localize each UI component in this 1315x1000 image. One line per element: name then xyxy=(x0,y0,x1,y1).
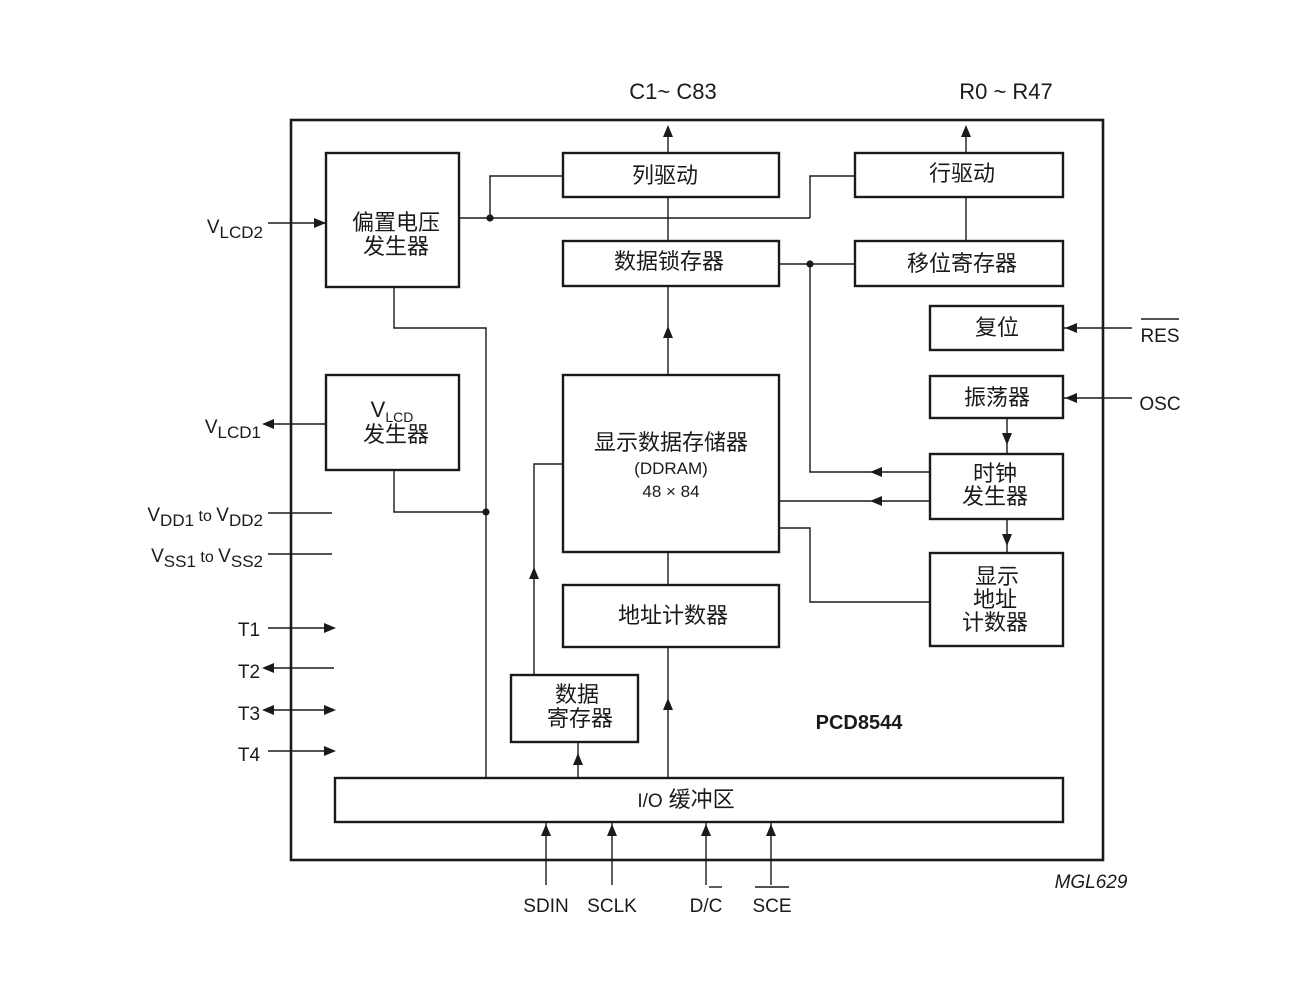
row-driver-label: 行驱动 xyxy=(929,162,995,187)
pin-vdd-v2: V xyxy=(216,505,229,526)
vlcd-generator-block: VLCD 发生器 xyxy=(324,373,461,472)
pin-t4: T4 xyxy=(238,745,261,766)
pin-t3: T3 xyxy=(238,704,260,725)
reset-block: 复位 xyxy=(928,304,1065,352)
pin-row-outputs: R0 ~ R47 xyxy=(959,79,1053,104)
vlcd-generator-title: VLCD xyxy=(371,397,414,425)
pin-vlcd2: VLCD2 xyxy=(207,217,263,242)
data-latch-block: 数据锁存器 xyxy=(561,239,781,288)
display-address-counter-line2: 地址 xyxy=(973,588,1017,613)
arrowheads xyxy=(262,125,1077,836)
pin-sclk: SCLK xyxy=(587,896,637,917)
pin-dc: D/C xyxy=(690,896,723,917)
pin-vss-s2: SS2 xyxy=(231,552,263,571)
pin-vdd-to: to xyxy=(194,508,216,525)
column-driver-label: 列驱动 xyxy=(632,164,698,189)
oscillator-label: 振荡器 xyxy=(964,386,1030,411)
pin-t1: T1 xyxy=(238,620,260,641)
data-register-line1: 数据 xyxy=(555,683,599,708)
pin-t2: T2 xyxy=(238,662,260,683)
display-address-counter-block: 显示 地址 计数器 xyxy=(928,551,1065,648)
io-buffer-prefix: I/O xyxy=(637,791,662,812)
column-driver-block: 列驱动 xyxy=(561,151,781,199)
data-register-line2: 寄存器 xyxy=(547,707,613,732)
pin-vss: VSS1 to VSS2 xyxy=(151,546,263,571)
address-counter-label: 地址计数器 xyxy=(618,604,728,629)
figure-reference: MGL629 xyxy=(1055,872,1128,893)
pin-vdd-s2: DD2 xyxy=(229,511,263,530)
pin-vlcd1-v: V xyxy=(205,417,218,438)
vlcd-generator-v: V xyxy=(371,397,386,422)
io-buffer-block: I/O 缓冲区 xyxy=(333,776,1065,824)
bias-label-line1: 偏置电压 xyxy=(352,211,440,236)
pin-sce: SCE xyxy=(752,896,791,917)
pin-vss-v2: V xyxy=(218,546,231,567)
pin-vdd-v1: V xyxy=(147,505,160,526)
bias-label-line2: 发生器 xyxy=(363,235,429,260)
clock-generator-block: 时钟 发生器 xyxy=(928,452,1065,521)
io-buffer-text: 缓冲区 xyxy=(669,788,735,813)
ddram-title: 显示数据存储器 xyxy=(594,431,748,456)
ddram-name: (DDRAM) xyxy=(634,459,708,478)
pin-vlcd1: VLCD1 xyxy=(205,417,261,442)
pin-vdd-s1: DD1 xyxy=(160,511,194,530)
display-address-counter-line1: 显示 xyxy=(975,565,1019,590)
clock-generator-line1: 时钟 xyxy=(973,462,1017,487)
shift-register-label: 移位寄存器 xyxy=(907,252,1017,277)
pin-vss-v1: V xyxy=(151,546,164,567)
pin-res: RES xyxy=(1140,326,1179,347)
data-register-block: 数据 寄存器 xyxy=(509,673,640,744)
address-counter-block: 地址计数器 xyxy=(561,583,781,649)
pin-vlcd1-sub: LCD1 xyxy=(218,423,261,442)
pin-osc: OSC xyxy=(1139,394,1180,415)
io-buffer-label: I/O 缓冲区 xyxy=(637,788,734,813)
ddram-block: 显示数据存储器 (DDRAM) 48 × 84 xyxy=(561,373,781,554)
reset-label: 复位 xyxy=(975,316,1019,341)
clock-generator-line2: 发生器 xyxy=(962,485,1028,510)
pin-sdin: SDIN xyxy=(523,896,568,917)
data-latch-label: 数据锁存器 xyxy=(614,250,724,275)
bias-voltage-generator-block: 偏置电压 发生器 xyxy=(324,151,461,289)
ddram-size: 48 × 84 xyxy=(642,482,699,501)
chip-name: PCD8544 xyxy=(816,712,904,734)
pin-vss-s1: SS1 xyxy=(164,552,196,571)
pin-vlcd2-v: V xyxy=(207,217,220,238)
vlcd-generator-line2: 发生器 xyxy=(363,423,429,448)
shift-register-block: 移位寄存器 xyxy=(853,239,1065,288)
pin-vdd: VDD1 to VDD2 xyxy=(147,505,263,530)
pin-vlcd2-sub: LCD2 xyxy=(220,223,263,242)
vlcd-generator-sub: LCD xyxy=(385,409,413,425)
junction-dots xyxy=(482,214,814,516)
pin-vss-to: to xyxy=(196,549,218,566)
display-address-counter-line3: 计数器 xyxy=(962,611,1028,636)
pin-column-outputs: C1~ C83 xyxy=(629,79,716,104)
row-driver-block: 行驱动 xyxy=(853,151,1065,199)
oscillator-block: 振荡器 xyxy=(928,374,1065,420)
chip-outline xyxy=(289,118,1105,862)
